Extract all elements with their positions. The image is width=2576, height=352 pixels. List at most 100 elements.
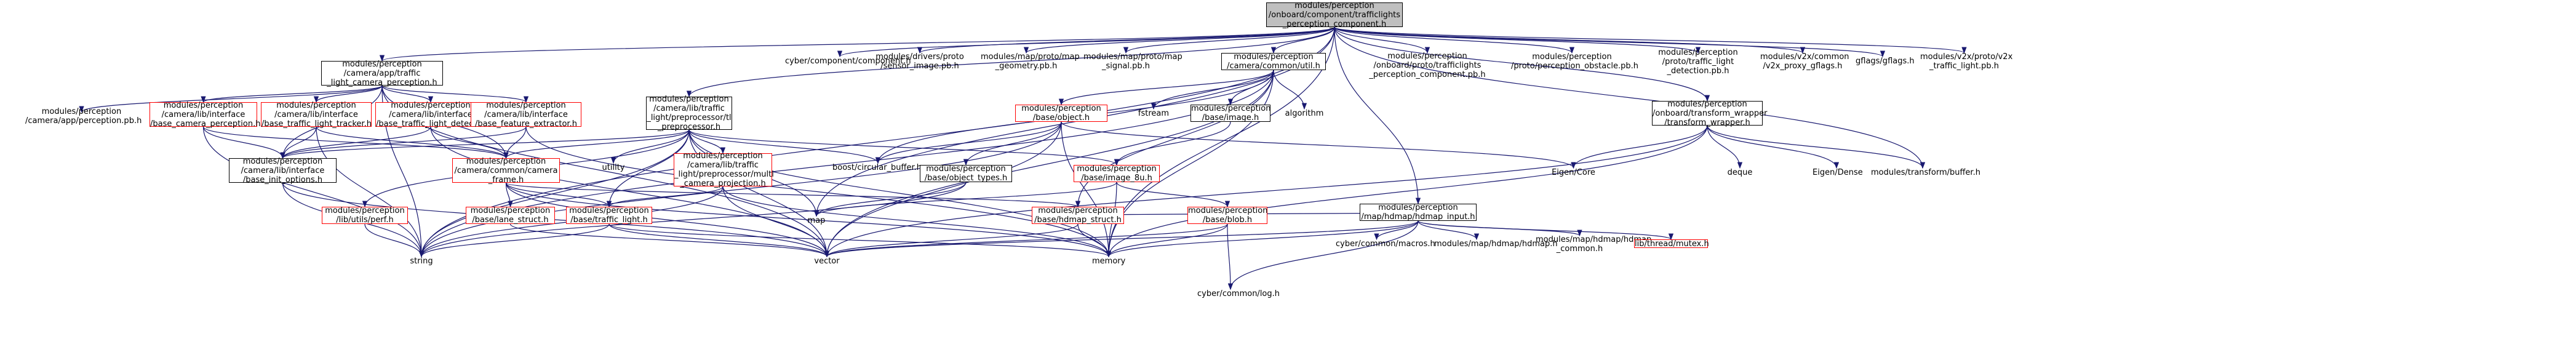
- node-app-perception-pb[interactable]: modules/perception/camera/app/perception…: [25, 107, 142, 126]
- node-traffic-light-detection-pb[interactable]: modules/perception/proto/traffic_light_d…: [1649, 48, 1747, 76]
- node-label-line: /camera/lib/interface: [241, 166, 325, 175]
- node-label-line: cyber/common/macros.h: [1336, 239, 1435, 249]
- node-tl-component-pb[interactable]: modules/perception/onboard/proto/traffic…: [1363, 52, 1492, 79]
- edge-root-to-map_geometry: [1024, 26, 1335, 54]
- node-v2x-traffic-light-pb[interactable]: modules/v2x/proto/v2x_traffic_light.pb.h: [1920, 52, 2012, 71]
- node-label-line: modules/perception: [1532, 52, 1612, 62]
- node-lane-struct[interactable]: modules/perception/base/lane_struct.h: [466, 206, 555, 225]
- edge-base_feature_extractor-to-memory: [525, 126, 1112, 258]
- edge-blob-to-log: [1227, 223, 1234, 290]
- node-base-object[interactable]: modules/perception/base/object.h: [1015, 104, 1107, 122]
- edge-root-to-camera_perception: [380, 26, 1335, 62]
- node-eigen-core[interactable]: Eigen/Core: [1550, 168, 1597, 177]
- node-label-line: modules/perception: [1234, 52, 1314, 62]
- node-label-line: Eigen/Core: [1552, 167, 1595, 177]
- edge-base_object-to-string: [418, 121, 1062, 258]
- node-string[interactable]: string: [405, 256, 437, 266]
- node-label-line: modules/perception: [649, 95, 729, 104]
- node-map-signal[interactable]: modules/map/proto/map_signal.pb.h: [1083, 52, 1182, 71]
- node-image-8u[interactable]: modules/perception/base/image_8u.h: [1074, 164, 1160, 183]
- edge-traffic_light-to-string: [418, 223, 610, 258]
- node-label-line: string: [410, 256, 433, 266]
- node-label-line: Eigen/Dense: [1812, 167, 1863, 177]
- node-transform-wrapper[interactable]: modules/perception/onboard/transform_wra…: [1652, 100, 1768, 127]
- node-camera-frame[interactable]: modules/perception/camera/common/camera_…: [452, 157, 560, 185]
- node-mutex[interactable]: lib/thread/mutex.h: [1634, 239, 1709, 249]
- node-label-line: _perception_component.h: [1282, 19, 1387, 29]
- node-sensor-image[interactable]: modules/drivers/proto/sensor_image.pb.h: [874, 52, 966, 71]
- node-tl-preprocessor[interactable]: modules/perception/camera/lib/traffic_li…: [646, 95, 732, 132]
- edge-base_camera_perception-to-base_init_options: [202, 126, 285, 159]
- node-label-line: _signal.pb.h: [1102, 62, 1150, 71]
- node-label-line: /camera/lib/interface: [161, 110, 245, 119]
- node-label-line: modules/perception: [470, 206, 551, 215]
- node-base-init-options[interactable]: modules/perception/camera/lib/interface/…: [229, 157, 337, 185]
- node-label-line: modules/perception: [163, 100, 244, 110]
- node-label-line: modules/perception: [1378, 203, 1458, 212]
- node-hdmap-input[interactable]: modules/perception/map/hdmap/hdmap_input…: [1360, 203, 1477, 222]
- node-circular-buffer[interactable]: boost/circular_buffer.hpp: [832, 163, 932, 172]
- node-perf-h[interactable]: modules/perception/lib/utils/perf.h: [322, 206, 408, 225]
- node-vector[interactable]: vector: [811, 257, 843, 266]
- edge-root-to-transform_buffer: [1334, 26, 1926, 169]
- node-camera-perception[interactable]: modules/perception/camera/app/traffic_li…: [321, 60, 443, 87]
- node-macros[interactable]: cyber/common/macros.h: [1335, 239, 1435, 249]
- node-base-traffic-light-tracker[interactable]: modules/perception/camera/lib/interface/…: [261, 101, 372, 129]
- node-eigen-dense[interactable]: Eigen/Dense: [1812, 167, 1863, 177]
- node-root[interactable]: modules/perception/onboard/component/tra…: [1266, 1, 1403, 29]
- node-component-h[interactable]: cyber/component/component.h: [784, 56, 911, 66]
- node-label-line: /onboard/proto/trafficlights: [1373, 60, 1481, 70]
- node-label-line: modules/perception: [1658, 47, 1738, 57]
- node-traffic-light[interactable]: modules/perception/base/traffic_light.h: [566, 206, 652, 225]
- node-label-line: cyber/component/component.h: [785, 56, 911, 66]
- edge-camera_perception-to-base_camera_perception: [201, 85, 383, 103]
- edge-camera_common_util-to-memory: [1106, 70, 1274, 258]
- node-label-line: /camera/lib/interface: [484, 110, 568, 119]
- edge-tl_preprocessor-to-base_init_options: [280, 129, 690, 159]
- node-v2x-proxy-gflags[interactable]: modules/v2x/common/v2x_proxy_gflags.h: [1760, 52, 1849, 71]
- node-camera-common-util[interactable]: modules/perception/camera/common/util.h: [1221, 52, 1326, 71]
- node-map-geometry[interactable]: modules/map/proto/map_geometry.pb.h: [980, 52, 1080, 71]
- edge-transform_wrapper-to-transform_buffer: [1707, 125, 1926, 169]
- edge-base_traffic_light_detector-to-vector: [430, 126, 830, 258]
- edge-camera_frame-to-traffic_light: [505, 182, 612, 208]
- node-base-image[interactable]: modules/perception/base/image.h: [1190, 104, 1270, 122]
- edge-hdmap_input-to-hdmap_h: [1418, 220, 1480, 241]
- edge-root-to-gflags: [1334, 26, 1885, 58]
- edge-transform_wrapper-to-deque: [1707, 125, 1743, 169]
- node-label-line: /base_camera_perception.h: [150, 119, 261, 129]
- node-label-line: _light/preprocessor/tl: [647, 113, 732, 122]
- node-label-line: /sensor_image.pb.h: [880, 62, 959, 71]
- node-fstream[interactable]: fstream: [1135, 109, 1172, 118]
- edge-blob-to-vector: [824, 223, 1228, 258]
- node-object-types[interactable]: modules/perception/base/object_types.h: [920, 164, 1012, 183]
- node-multi-camera-projection[interactable]: modules/perception/camera/lib/traffic_li…: [674, 151, 774, 188]
- node-algorithm[interactable]: algorithm: [1283, 109, 1326, 118]
- node-label-line: _geometry.pb.h: [995, 62, 1058, 71]
- edge-root-to-hdmap_input: [1334, 26, 1421, 205]
- node-utility[interactable]: utility: [598, 163, 629, 172]
- edge-base_camera_perception-to-string: [202, 126, 425, 258]
- node-map[interactable]: map: [804, 216, 829, 225]
- node-base-traffic-light-detector[interactable]: modules/perception/camera/lib/interface/…: [375, 101, 492, 129]
- node-transform-buffer[interactable]: modules/transform/buffer.h: [1870, 168, 1980, 177]
- node-log[interactable]: cyber/common/log.h: [1197, 289, 1280, 298]
- node-memory[interactable]: memory: [1091, 257, 1126, 266]
- edge-base_traffic_light_tracker-to-camera_frame: [316, 126, 509, 159]
- node-perception-obstacle-pb[interactable]: modules/perception/proto/perception_obst…: [1510, 52, 1638, 71]
- edge-transform_wrapper-to-memory: [1106, 125, 1708, 258]
- node-gflags[interactable]: gflags/gflags.h: [1855, 57, 1915, 66]
- node-hdmap-h[interactable]: modules/map/hdmap/hdmap.h: [1434, 239, 1558, 249]
- node-blob[interactable]: modules/perception/base/blob.h: [1187, 206, 1267, 225]
- node-base-camera-perception[interactable]: modules/perception/camera/lib/interface/…: [150, 100, 261, 129]
- edge-blob-to-memory: [1106, 223, 1228, 258]
- node-hdmap-struct[interactable]: modules/perception/base/hdmap_struct.h: [1032, 206, 1124, 225]
- node-label-line: deque: [1727, 167, 1753, 177]
- edge-camera_frame-to-vector: [505, 182, 830, 258]
- node-label-line: _perception_component.pb.h: [1369, 70, 1486, 79]
- node-hdmap-common[interactable]: modules/map/hdmap/hdmap_common.h: [1535, 235, 1651, 254]
- node-deque[interactable]: deque: [1725, 168, 1755, 177]
- node-base-feature-extractor[interactable]: modules/perception/camera/lib/interface/…: [471, 101, 581, 129]
